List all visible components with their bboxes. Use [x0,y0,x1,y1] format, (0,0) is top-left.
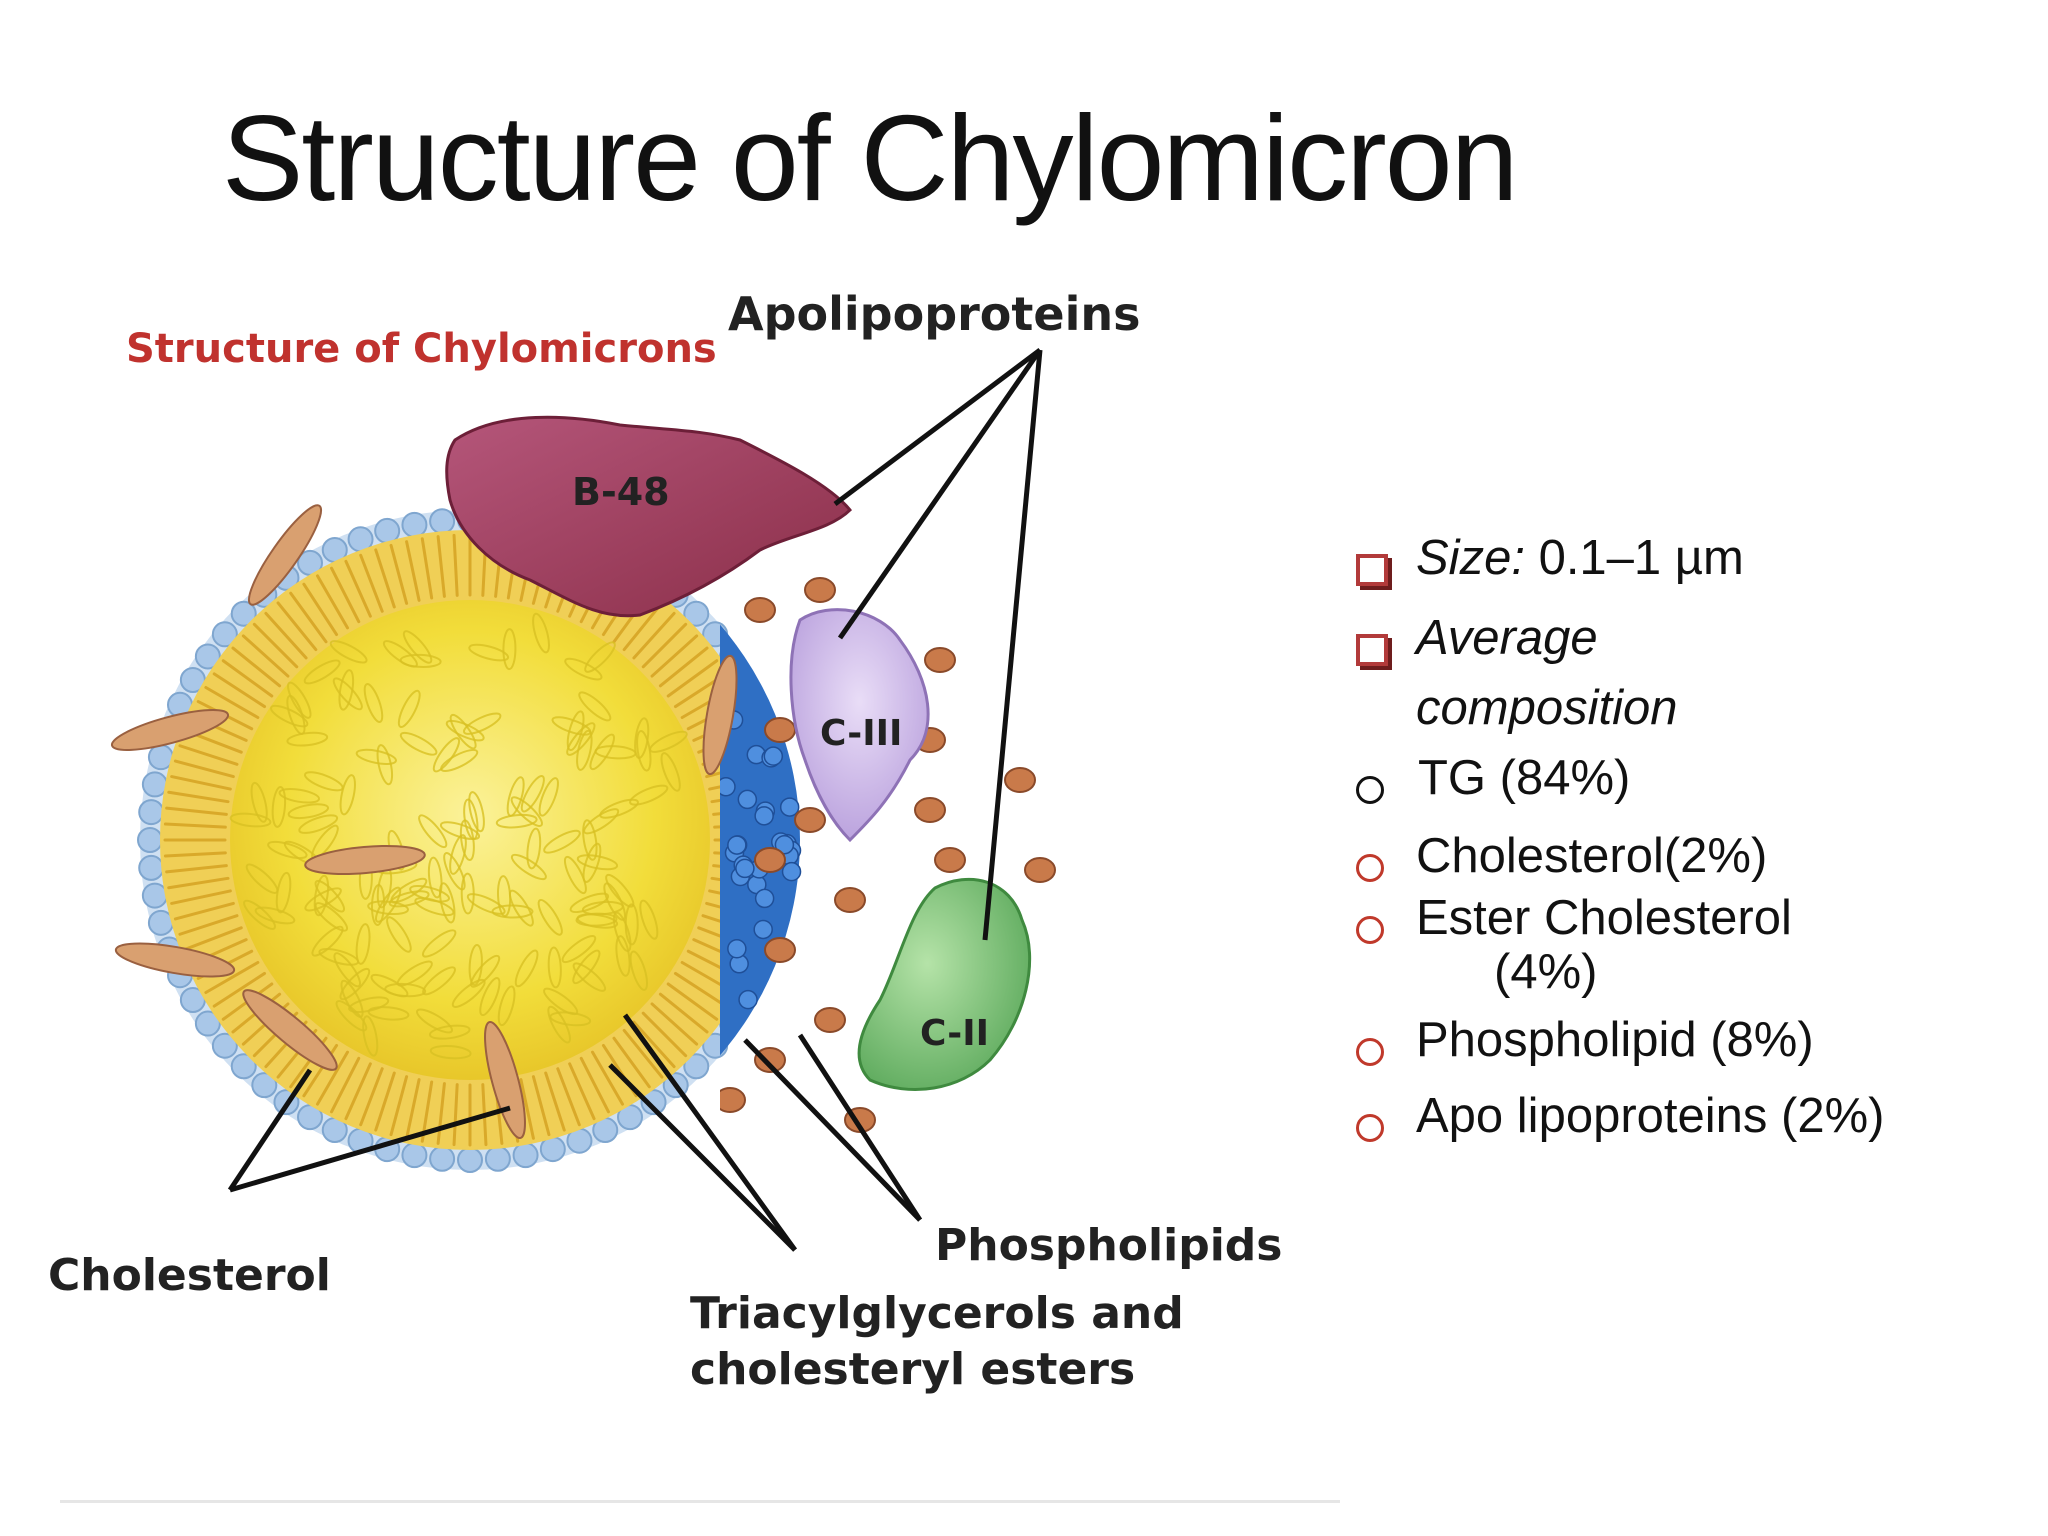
hollow-circle-bullet-icon [1356,1038,1384,1066]
cholesterol-rod [110,709,230,751]
item-cholesterol: Cholesterol(2%) [1416,829,1768,883]
leader-pl-1 [743,1038,922,1222]
composition-item: Phospholipid (8%) [1356,1013,1814,1080]
size-label: Size: [1416,531,1525,585]
size-row: Size: 0.1–1 µm [1356,531,1744,596]
leader-lines [227,348,1043,1252]
leader-apo-c3 [837,348,1043,640]
hollow-square-bullet-icon [1356,554,1388,586]
composition-item: Ester Cholesterol (4%) [1356,891,1792,999]
label-phospholipids: Phospholipids [935,1220,1282,1271]
chylomicron-particle [137,507,1056,1173]
composition-item: Cholesterol(2%) [1356,829,1767,896]
slide-title: Structure of Chylomicron [222,90,1518,226]
item-tg: TG (84%) [1418,751,1631,805]
cholesterol-rod [242,989,338,1071]
hollow-circle-bullet-icon [1356,1114,1384,1142]
cholesterol-rods [110,504,738,1140]
leader-pl-2 [797,1033,923,1222]
hollow-square-bullet-icon [1356,634,1388,666]
composition-item: TG (84%) [1356,751,1630,818]
label-c3: C-III [820,713,902,754]
leader-apo-c2 [982,349,1043,941]
apo-c2-protein [857,877,1032,1091]
label-apolipoproteins: Apolipoproteins [728,287,1141,341]
cholesterol-rod [114,942,236,978]
leader-tag-1 [622,1013,798,1252]
cholesterol-rod [702,654,738,776]
lipid-core [230,600,710,1080]
hollow-circle-bullet-icon [1356,854,1384,882]
diagram-title: Structure of Chylomicrons [126,326,717,372]
leader-chol-2 [229,1105,511,1193]
hollow-circle-bullet-icon [1356,776,1384,804]
average-composition-row: Average composition [1356,611,1677,735]
label-cholesterol: Cholesterol [48,1250,331,1301]
label-triacylglycerols-line1: Triacylglycerols and [690,1288,1184,1339]
size-value: 0.1–1 µm [1538,531,1744,585]
label-triacylglycerols-line2: cholesteryl esters [690,1344,1135,1395]
hollow-circle-bullet-icon [1356,916,1384,944]
cholesterol-rod [304,845,426,875]
cholesterol-rod [484,1020,526,1140]
item-ester-cholesterol: Ester Cholesterol [1416,891,1792,945]
average-label-line2: composition [1416,681,1678,735]
item-apo-lipoproteins: Apo lipoproteins (2%) [1416,1089,1885,1143]
leader-apo-b48 [833,348,1042,506]
label-c2: C-II [920,1013,989,1054]
composition-item: Apo lipoproteins (2%) [1356,1089,1884,1156]
core-texture [229,612,688,1060]
phospholipid-tails [163,533,735,1147]
leader-tag-2 [608,1063,797,1252]
shell-dots [720,710,802,1010]
average-label-line1: Average [1416,611,1598,665]
leader-chol-1 [227,1068,313,1192]
item-ester-cholesterol-pct: (4%) [1494,945,1598,999]
bottom-divider [60,1500,1340,1503]
item-phospholipid: Phospholipid (8%) [1416,1013,1814,1067]
chylomicron-diagram: Structure of Chylomicrons Apolipoprotein… [0,260,1340,1510]
cholesterol-rod [247,504,323,606]
apo-c3-protein [789,608,930,843]
label-b48: B-48 [572,470,670,514]
apo-b48-protein [445,415,853,618]
